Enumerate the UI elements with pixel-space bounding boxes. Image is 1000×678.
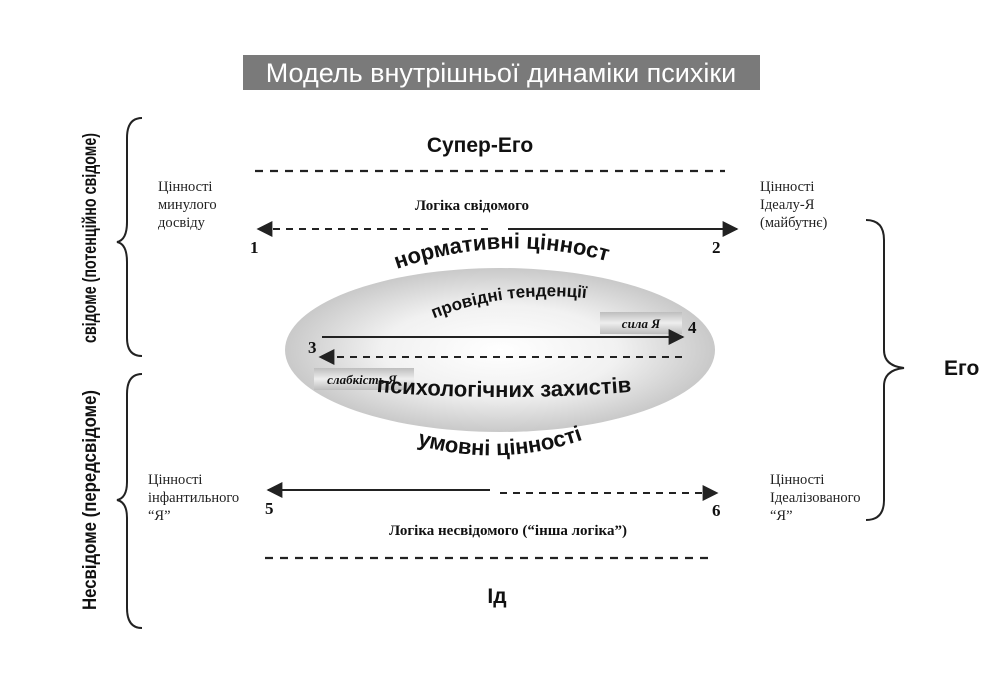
number-1: 1: [250, 238, 259, 257]
number-4: 4: [688, 318, 697, 337]
weakness-self-tag: [314, 368, 414, 390]
conscious-brace: [116, 117, 143, 357]
values-ideal-self: Цінності Ідеалу-Я (майбутнє): [760, 179, 827, 231]
logic-conscious-label: Логіка свідомого: [415, 198, 529, 214]
values-past-experience: Цінності минулого досвіду: [158, 179, 220, 231]
conscious-side-label: свідоме (потенційно свідоме): [80, 133, 101, 343]
number-5: 5: [265, 499, 274, 518]
values-idealized-self: Цінності Ідеалізованого “Я”: [770, 472, 864, 524]
number-6: 6: [712, 501, 721, 520]
logic-unconscious-label: Логіка несвідомого (“інша логіка”): [389, 523, 627, 539]
id-label: Ід: [487, 585, 506, 608]
diagram-title: Модель внутрішньої динаміки психіки: [266, 58, 737, 88]
super-ego-label: Супер-Его: [427, 134, 533, 157]
number-2: 2: [712, 238, 721, 257]
ego-label: Его: [944, 357, 979, 380]
ego-ellipse: [285, 268, 715, 432]
values-infantile-self: Цінності інфантильного “Я”: [148, 472, 243, 524]
unconscious-brace: [116, 373, 143, 629]
number-3: 3: [308, 338, 317, 357]
strength-self-label: сила Я: [622, 316, 661, 331]
unconscious-side-label: Несвідоме (передсвідоме): [80, 390, 101, 610]
strength-self-tag: [600, 312, 682, 334]
weakness-self-label: слабкість Я: [327, 372, 398, 387]
ego-brace: [865, 219, 905, 521]
title-background: [243, 55, 760, 90]
